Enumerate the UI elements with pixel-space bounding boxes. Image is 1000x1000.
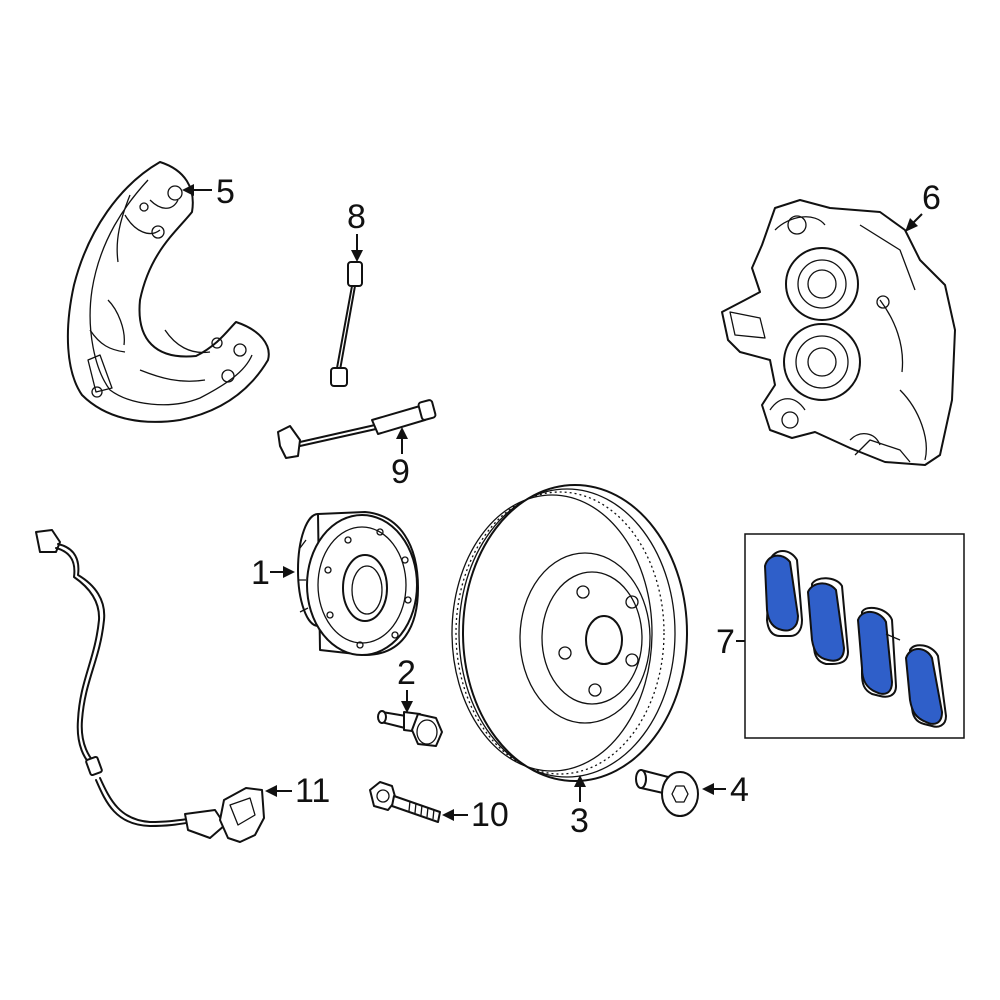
callout-11: 11 [265, 772, 330, 810]
brake-pad-set [744, 533, 965, 739]
dust-shield [66, 161, 270, 423]
callout-9: 9 [391, 427, 410, 491]
callout-label-2: 2 [397, 654, 416, 692]
brake-pad-3 [857, 606, 901, 698]
abs-speed-sensor [35, 529, 265, 843]
hub-bolt [377, 710, 443, 747]
brake-pad-2 [807, 577, 849, 665]
callout-7: 7 [716, 623, 745, 661]
callout-label-8: 8 [347, 198, 366, 236]
callout-label-9: 9 [391, 453, 410, 491]
brake-rotor [451, 484, 688, 782]
callout-label-1: 1 [251, 554, 270, 592]
brake-pad-4 [905, 644, 947, 728]
callout-10: 10 [442, 796, 509, 834]
callout-label-11: 11 [295, 772, 330, 810]
wear-sensor-long [277, 399, 437, 459]
callout-3: 3 [570, 775, 589, 840]
callout-label-7: 7 [716, 623, 735, 661]
callout-label-6: 6 [922, 179, 941, 217]
callout-label-3: 3 [570, 802, 589, 840]
callout-label-4: 4 [730, 771, 749, 809]
callout-2: 2 [397, 654, 416, 713]
callout-5: 5 [182, 173, 235, 211]
callout-1: 1 [251, 554, 295, 592]
callout-6: 6 [905, 179, 941, 232]
rotor-screw [635, 769, 699, 817]
brake-pad-1 [764, 550, 803, 637]
callout-8: 8 [347, 198, 366, 262]
callout-label-5: 5 [216, 173, 235, 211]
callout-4: 4 [702, 771, 749, 809]
caliper-bolt [369, 781, 441, 823]
wear-sensor-short [330, 261, 363, 387]
brake-caliper [721, 199, 956, 466]
wheel-hub [297, 511, 419, 656]
callout-label-10: 10 [471, 796, 509, 834]
